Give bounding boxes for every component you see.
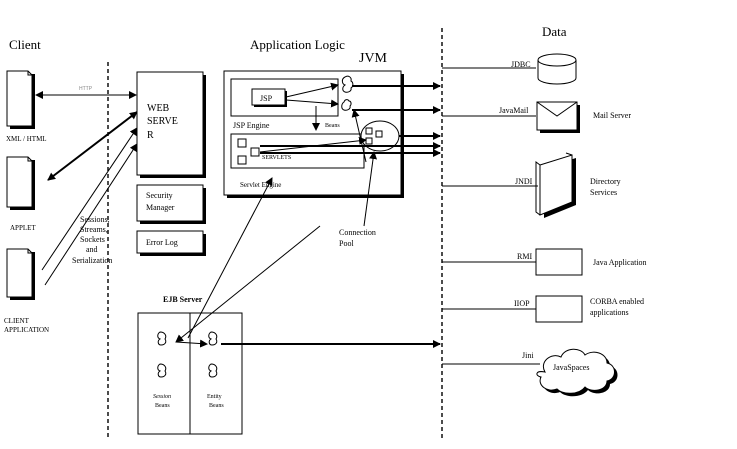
corba-box — [535, 295, 583, 323]
sessions-label-1: Sessions, — [80, 215, 110, 224]
pool-connection-square — [365, 127, 373, 135]
javamail-label: JavaMail — [499, 106, 529, 115]
xml-html-label: XML / HTML — [6, 135, 47, 143]
bean-icon — [341, 75, 354, 93]
servlet-square — [250, 147, 260, 157]
web-server-label-2: SERVE — [147, 116, 178, 127]
servlets-label: SERVLETS — [262, 155, 291, 161]
web-server-label-3: R — [147, 130, 154, 141]
data-column-title: Data — [542, 24, 567, 39]
connection-pool-label-2: Pool — [339, 239, 354, 248]
sessions-label-3: Sockets — [80, 235, 105, 244]
error-log-label: Error Log — [146, 238, 178, 247]
session-beans-label-1: Session — [153, 394, 171, 400]
directory-services-label-2: Services — [590, 188, 617, 197]
jsp-box — [251, 88, 286, 106]
database-icon — [537, 53, 577, 85]
java-application-box — [535, 248, 583, 276]
pool-connection-square — [375, 130, 383, 138]
directory-book-icon — [535, 152, 576, 218]
sessions-label-4: and — [86, 245, 98, 254]
directory-services-label-1: Directory — [590, 177, 621, 186]
jvm-title: JVM — [359, 51, 388, 66]
iiop-label: IIOP — [514, 299, 530, 308]
web-server-box — [136, 71, 204, 176]
session-bean-icon — [157, 331, 167, 346]
javaspaces-cloud-icon — [536, 348, 618, 397]
corba-label-2: applications — [590, 308, 629, 317]
javaspaces-label: JavaSpaces — [553, 363, 589, 372]
servlet-square — [237, 155, 247, 165]
client-app-web-link-arrow-2 — [44, 143, 138, 286]
entity-bean-icon — [208, 331, 218, 346]
logic-column-title: Application Logic — [250, 37, 345, 52]
mail-envelope-icon — [536, 101, 580, 133]
jdbc-label: JDBC — [511, 60, 531, 69]
applet-client-icon — [6, 156, 35, 210]
jsp-bean-arrow — [285, 82, 339, 98]
servlet-ejb-arrow-2 — [187, 177, 273, 339]
client-application-label-1: CLIENT — [4, 317, 30, 325]
java-application-label: Java Application — [593, 258, 647, 267]
sessions-label-2: Streams, — [80, 225, 108, 234]
ejb-server-title: EJB Server — [163, 295, 203, 304]
xml-html-client-icon — [6, 70, 35, 129]
entity-beans-label-1: Entity — [207, 394, 222, 400]
connection-pool-pointer-arrow — [363, 151, 378, 227]
session-bean-icon — [157, 363, 167, 378]
connection-pool-label-1: Connection — [339, 228, 376, 237]
security-manager-label-2: Manager — [146, 203, 175, 212]
security-manager-box — [136, 184, 204, 222]
bean-icon — [341, 99, 352, 111]
error-log-box — [136, 230, 204, 254]
jini-label: Jini — [522, 351, 534, 360]
jsp-engine-label: JSP Engine — [233, 121, 270, 130]
entity-beans-label-2: Beans — [209, 403, 224, 409]
entity-bean-icon — [208, 363, 218, 378]
jsp-label: JSP — [260, 94, 273, 103]
servlet-square — [237, 138, 247, 148]
client-app-web-link-arrow — [41, 127, 138, 271]
web-server-label-1: WEB — [147, 103, 170, 114]
security-manager-label-1: Security — [146, 191, 173, 200]
jndi-label: JNDI — [515, 177, 533, 186]
applet-label: APPLET — [10, 224, 36, 232]
sessions-label-5: Serialization — [72, 256, 112, 265]
session-beans-label-2: Beans — [155, 403, 170, 409]
client-application-icon — [6, 248, 35, 300]
servlet-engine-label: Servlet Engine — [240, 181, 281, 189]
client-application-label-2: APPLICATION — [4, 326, 49, 334]
applet-web-link-arrow — [47, 111, 138, 181]
client-column-title: Client — [9, 37, 41, 52]
beans-label: Beans — [325, 123, 340, 129]
rmi-label: RMI — [517, 252, 532, 261]
mail-server-label: Mail Server — [593, 111, 631, 120]
jsp-bean-arrow — [285, 99, 339, 108]
servlet-ejb-arrow — [175, 225, 321, 343]
pool-connection-square — [365, 137, 373, 145]
http-label: HTTP — [79, 86, 93, 92]
corba-label-1: CORBA enabled — [590, 297, 644, 306]
